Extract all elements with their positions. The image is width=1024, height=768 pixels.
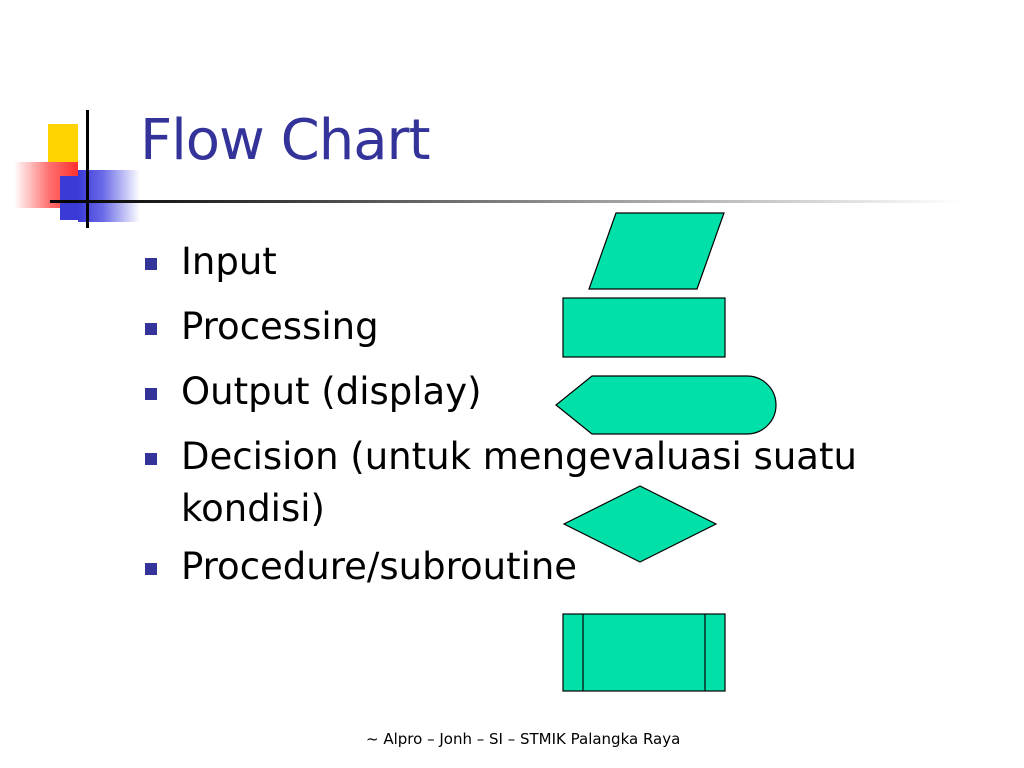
decorative-logo-squares bbox=[0, 0, 160, 240]
yellow-square bbox=[48, 124, 78, 162]
bullet-item-input: Input bbox=[145, 236, 925, 288]
square-bullet-icon bbox=[145, 323, 157, 335]
square-bullet-icon bbox=[145, 563, 157, 575]
bullet-item-decision: Decision (untuk mengevaluasi suatu kondi… bbox=[145, 431, 925, 535]
bullet-text: Input bbox=[181, 240, 277, 283]
blue-square-left bbox=[60, 176, 78, 220]
square-bullet-icon bbox=[145, 453, 157, 465]
bullet-item-procedure: Procedure/subroutine bbox=[145, 541, 925, 593]
bullet-list: Input Processing Output (display) Decisi… bbox=[145, 236, 925, 606]
procedure-symbol bbox=[562, 613, 726, 692]
square-bullet-icon bbox=[145, 258, 157, 270]
bullet-text: Decision (untuk mengevaluasi suatu kondi… bbox=[181, 435, 857, 530]
slide-footer: ~ Alpro – Jonh – SI – STMIK Palangka Ray… bbox=[366, 730, 681, 748]
vertical-rule bbox=[86, 110, 89, 228]
bullet-text: Procedure/subroutine bbox=[181, 545, 578, 588]
slide-title: Flow Chart bbox=[140, 108, 431, 173]
bullet-text: Processing bbox=[181, 305, 379, 348]
bullet-text: Output (display) bbox=[181, 370, 482, 413]
bullet-item-processing: Processing bbox=[145, 301, 925, 353]
square-bullet-icon bbox=[145, 388, 157, 400]
title-underline bbox=[50, 200, 960, 203]
bullet-item-output: Output (display) bbox=[145, 366, 925, 418]
